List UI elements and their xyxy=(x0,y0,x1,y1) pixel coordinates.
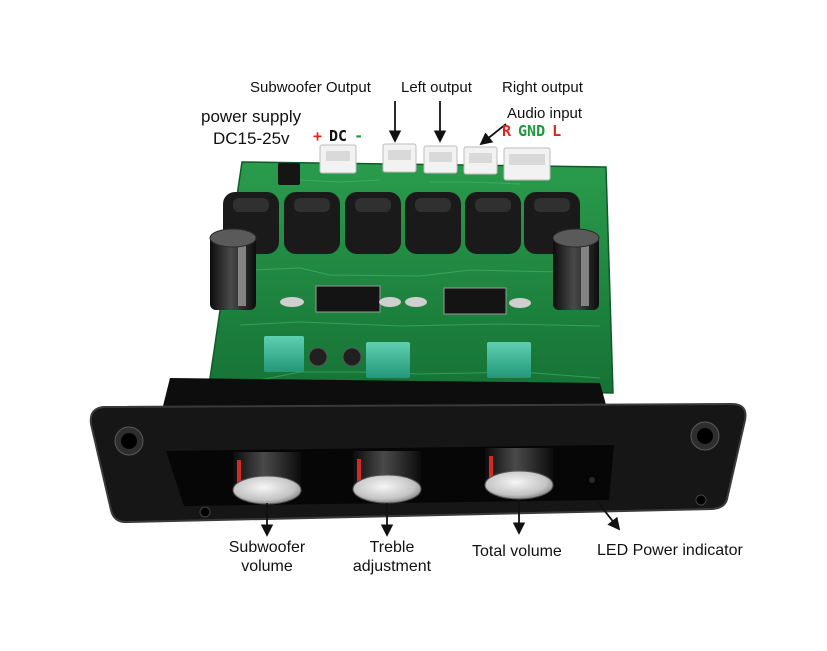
led-indicator xyxy=(589,477,595,483)
capacitor-right xyxy=(552,228,600,310)
potentiometer-total xyxy=(487,342,531,378)
audio-pin-labels: R GND L xyxy=(502,122,561,140)
connector-subwoofer-output xyxy=(382,143,417,173)
crystal xyxy=(405,297,427,307)
label-left-output: Left output xyxy=(401,79,472,96)
label-treble-adjustment: Treble adjustment xyxy=(332,538,452,576)
screw-hole-left xyxy=(114,426,144,456)
connector-dc xyxy=(319,144,357,174)
arrow-right-output xyxy=(479,123,507,146)
crystal xyxy=(280,297,304,307)
label-led-power-indicator: LED Power indicator xyxy=(597,542,743,559)
power-diode xyxy=(278,163,300,185)
label-voltage: DC15-25v xyxy=(213,129,290,148)
amplifier-chip-left xyxy=(315,285,381,313)
mount-hole xyxy=(199,506,211,518)
potentiometer-treble xyxy=(366,342,410,378)
knob-total-volume xyxy=(484,448,554,500)
dc-positive-sign: + xyxy=(313,127,323,145)
small-capacitor xyxy=(342,347,362,367)
audio-pin-right: R xyxy=(502,122,512,140)
dc-negative-sign: - xyxy=(354,127,364,145)
connector-audio-input xyxy=(503,147,551,181)
label-power-supply: power supply xyxy=(201,107,302,126)
inductor-highlights xyxy=(233,198,570,212)
connector-left-output xyxy=(423,145,458,174)
crystal xyxy=(379,297,401,307)
crystal xyxy=(509,298,531,308)
audio-pin-ground: GND xyxy=(518,122,546,140)
dc-polarity-label: + DC - xyxy=(313,127,363,145)
label-subwoofer-volume-line1: Subwoofer xyxy=(228,539,306,556)
label-treble-adjustment-line2: adjustment xyxy=(352,558,432,576)
label-treble-adjustment-line1: Treble xyxy=(369,539,415,556)
connector-right-output xyxy=(463,146,498,175)
label-subwoofer-output: Subwoofer Output xyxy=(250,79,371,96)
label-audio-input: Audio input xyxy=(507,105,583,122)
label-right-output: Right output xyxy=(502,79,583,96)
amplifier-chip-right xyxy=(443,287,507,315)
screw-hole-right xyxy=(690,421,720,451)
knob-treble-adjustment xyxy=(352,451,422,504)
label-subwoofer-volume-line2: volume xyxy=(241,558,293,576)
arrow-led-power-indicator xyxy=(595,499,621,531)
dc-label: DC xyxy=(329,127,348,145)
label-total-volume: Total volume xyxy=(472,543,562,560)
panel-rim xyxy=(162,378,608,412)
label-subwoofer-volume: Subwoofer volume xyxy=(207,538,327,576)
mount-hole xyxy=(695,494,707,506)
capacitor-left xyxy=(209,228,257,310)
audio-pin-left: L xyxy=(552,122,562,140)
potentiometer-subwoofer xyxy=(264,336,304,372)
small-capacitor xyxy=(308,347,328,367)
knob-subwoofer-volume xyxy=(232,452,302,505)
